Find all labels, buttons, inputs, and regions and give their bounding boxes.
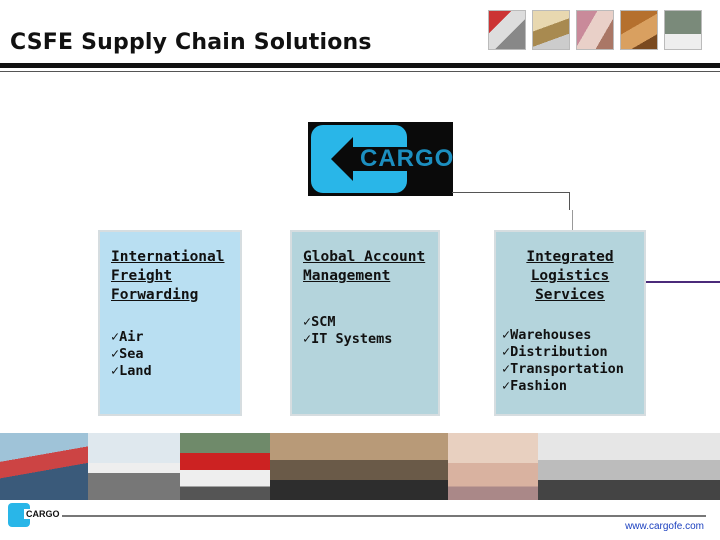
slide-title: CSFE Supply Chain Solutions <box>10 30 372 55</box>
service-list: ✓Air ✓Sea ✓Land <box>100 329 240 380</box>
service-list: ✓SCM ✓IT Systems <box>292 314 438 348</box>
footer-url[interactable]: www.cargofe.com <box>625 521 704 532</box>
photo-strip-image-packing <box>538 433 720 500</box>
logo-arrow <box>331 137 353 181</box>
photo-strip-image-trucks <box>180 433 270 500</box>
cargo-logo-word: CARGO <box>360 145 455 172</box>
service-heading: Global Account Management <box>303 249 426 284</box>
footer-logo-word: CARGO <box>24 509 62 519</box>
service-box-logistics: Integrated Logistics Services ✓Warehouse… <box>494 230 646 416</box>
service-box-freight: International Freight Forwarding ✓Air ✓S… <box>98 230 242 416</box>
service-box-account: Global Account Management ✓SCM ✓IT Syste… <box>290 230 440 416</box>
connector-down-right <box>569 192 570 210</box>
cargo-logo-icon: CARGO <box>308 122 453 196</box>
photo-strip-image-plane <box>88 433 180 500</box>
footer-cargo-logo-icon: CARGO <box>8 503 62 527</box>
list-item: ✓Warehouses <box>502 327 592 343</box>
list-item: ✓Sea <box>111 346 144 362</box>
photo-strip-image-warehouse <box>448 433 538 500</box>
photo-thumbnail-workers <box>576 10 614 50</box>
list-item: ✓IT Systems <box>303 331 393 347</box>
service-heading: International Freight Forwarding <box>111 249 225 303</box>
header-thumbnails <box>488 10 702 50</box>
connector-vertical-from-logo <box>452 192 570 193</box>
list-item: ✓Distribution <box>502 344 608 360</box>
photo-strip-image-conference <box>270 433 448 500</box>
connector-stub <box>572 210 573 230</box>
photo-thumbnail-trucks <box>488 10 526 50</box>
title-underline-thin <box>0 71 720 72</box>
photo-thumbnail-boxes <box>532 10 570 50</box>
photo-strip <box>0 433 720 500</box>
photo-thumbnail-warehouse <box>620 10 658 50</box>
title-underline-thick <box>0 63 720 68</box>
cargo-logo-mark <box>311 125 409 193</box>
list-item: ✓Fashion <box>502 378 568 394</box>
list-item: ✓Transportation <box>502 361 624 377</box>
photo-thumbnail-cargo-logo <box>664 10 702 50</box>
list-item: ✓SCM <box>303 314 336 330</box>
logo-notch <box>349 147 409 171</box>
list-item: ✓Land <box>111 363 152 379</box>
footer-rule <box>54 515 706 517</box>
photo-strip-image-ship <box>0 433 88 500</box>
list-item: ✓Air <box>111 329 144 345</box>
connector-accent-right <box>610 281 720 283</box>
service-list: ✓Warehouses ✓Distribution ✓Transportatio… <box>496 327 644 395</box>
service-heading: Integrated Logistics Services <box>526 249 614 303</box>
